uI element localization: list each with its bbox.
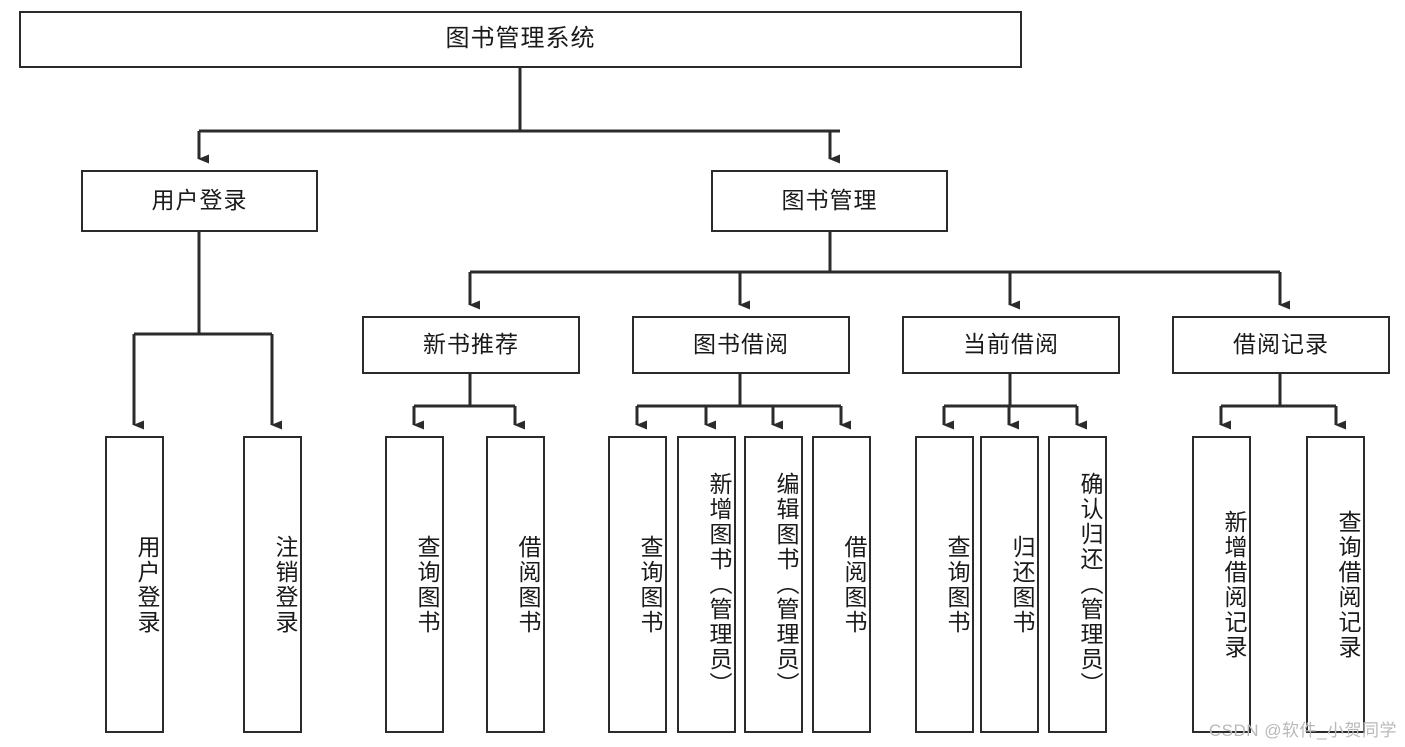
node-new-book-recommend[interactable]: 新书推荐 <box>362 316 580 374</box>
node-label: 新增图书（管理员） <box>706 472 732 697</box>
node-label: 图书借阅 <box>693 331 789 358</box>
leaf-borrow-add-book-admin[interactable]: 新增图书（管理员） <box>677 436 736 733</box>
node-label: 图书管理 <box>781 187 878 214</box>
node-label: 查询图书 <box>414 534 440 635</box>
node-borrow-record[interactable]: 借阅记录 <box>1172 316 1390 374</box>
csdn-watermark: CSDN @软件_小贺同学 <box>1208 721 1397 740</box>
node-label: 用户登录 <box>151 187 248 214</box>
node-root-system[interactable]: 图书管理系统 <box>19 11 1022 68</box>
node-current-borrow[interactable]: 当前借阅 <box>902 316 1120 374</box>
leaf-borrow-borrow-book[interactable]: 借阅图书 <box>812 436 871 733</box>
leaf-borrow-edit-book-admin[interactable]: 编辑图书（管理员） <box>744 436 803 733</box>
node-label: 查询借阅记录 <box>1335 509 1361 660</box>
leaf-borrow-query-book[interactable]: 查询图书 <box>608 436 667 733</box>
node-label: 查询图书 <box>944 534 970 635</box>
node-user-login[interactable]: 用户登录 <box>81 170 318 232</box>
node-label: 借阅图书 <box>515 534 541 635</box>
leaf-current-confirm-return-admin[interactable]: 确认归还（管理员） <box>1048 436 1107 733</box>
node-label: 注销登录 <box>272 534 298 635</box>
leaf-user-login-logout[interactable]: 注销登录 <box>243 436 302 733</box>
node-label: 用户登录 <box>134 534 160 635</box>
leaf-recommend-borrow-book[interactable]: 借阅图书 <box>486 436 545 733</box>
node-label: 图书管理系统 <box>445 25 596 53</box>
node-label: 新书推荐 <box>423 331 519 358</box>
leaf-user-login-login[interactable]: 用户登录 <box>105 436 164 733</box>
leaf-current-query-book[interactable]: 查询图书 <box>915 436 974 733</box>
node-label: 查询图书 <box>637 534 663 635</box>
leaf-current-return-book[interactable]: 归还图书 <box>980 436 1039 733</box>
node-book-borrow[interactable]: 图书借阅 <box>632 316 850 374</box>
node-label: 编辑图书（管理员） <box>773 472 799 697</box>
leaf-record-query-record[interactable]: 查询借阅记录 <box>1306 436 1365 733</box>
node-label: 确认归还（管理员） <box>1077 472 1103 697</box>
node-label: 新增借阅记录 <box>1221 509 1247 660</box>
node-label: 借阅记录 <box>1233 331 1329 358</box>
leaf-record-add-record[interactable]: 新增借阅记录 <box>1192 436 1251 733</box>
node-book-management[interactable]: 图书管理 <box>711 170 948 232</box>
node-label: 借阅图书 <box>841 534 867 635</box>
node-label: 归还图书 <box>1009 534 1035 635</box>
leaf-recommend-query-book[interactable]: 查询图书 <box>385 436 444 733</box>
node-label: 当前借阅 <box>963 331 1059 358</box>
